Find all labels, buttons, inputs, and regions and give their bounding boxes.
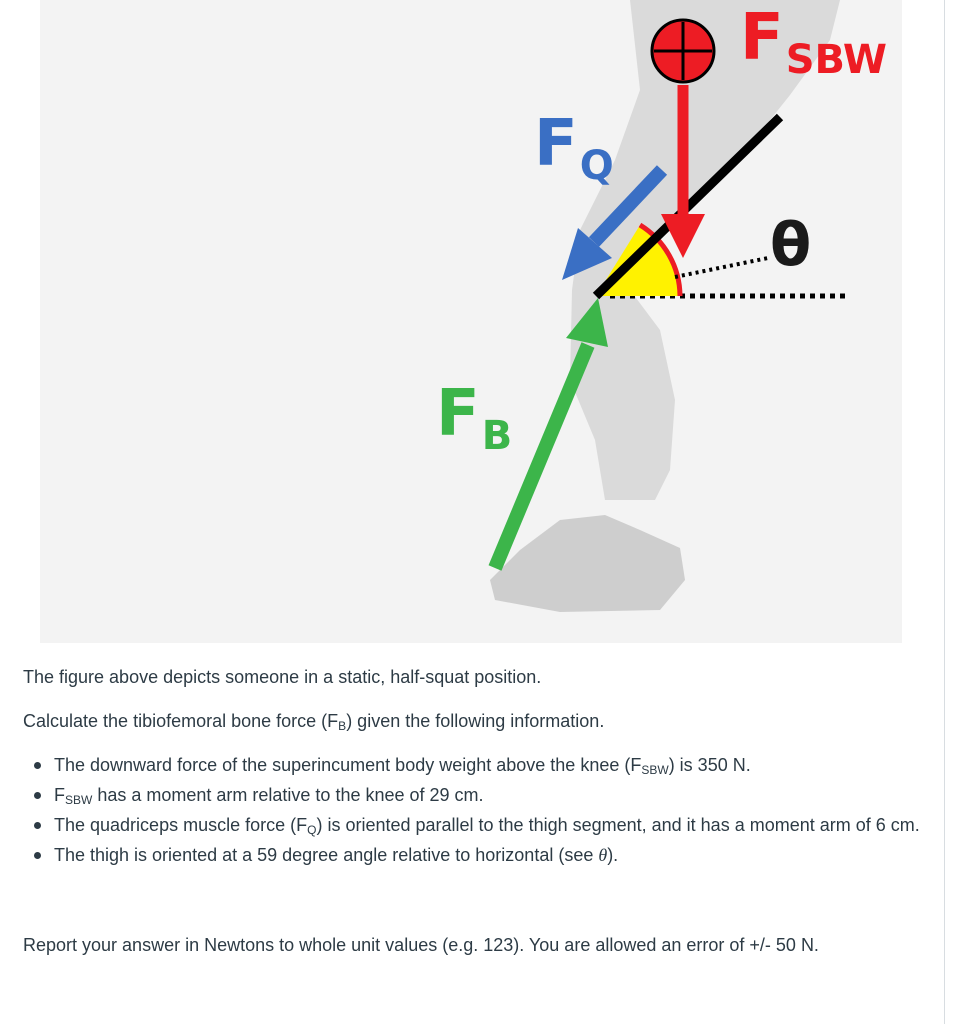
list-item: The downward force of the superincument … [23, 750, 923, 780]
theta-leader-line [674, 256, 769, 279]
shoe-silhouette [490, 515, 685, 612]
center-of-mass-icon [650, 18, 716, 84]
body-weight-force-arrowhead [661, 214, 705, 258]
quadriceps-force-arrowhead [562, 228, 612, 280]
quadriceps-force-arrow [588, 165, 668, 247]
angle-arc [638, 222, 683, 297]
list-item: The thigh is oriented at a 59 degree ang… [23, 840, 923, 870]
knee-diagram [488, 0, 850, 612]
given-information-list: The downward force of the superincument … [23, 750, 923, 870]
bone-force-arrowhead [566, 298, 608, 347]
question-body: The figure above depicts someone in a st… [23, 664, 923, 958]
list-item: The quadriceps muscle force (FQ) is orie… [23, 810, 923, 840]
fb-label: FB [436, 377, 513, 459]
list-item: FSBW has a moment arm relative to the kn… [23, 780, 923, 810]
intro-text: The figure above depicts someone in a st… [23, 667, 542, 687]
page-right-border [944, 0, 945, 1024]
fsbw-label: FSBW [740, 1, 887, 83]
theta-label: θ [770, 210, 812, 280]
report-instruction: Report your answer in Newtons to whole u… [23, 935, 819, 955]
calculate-instruction: Calculate the tibiofemoral bone force (F… [23, 711, 605, 733]
fq-label: FQ [534, 107, 614, 189]
knee-force-figure: FSBW FQ FB θ [40, 0, 902, 643]
bone-force-arrow [488, 342, 595, 571]
